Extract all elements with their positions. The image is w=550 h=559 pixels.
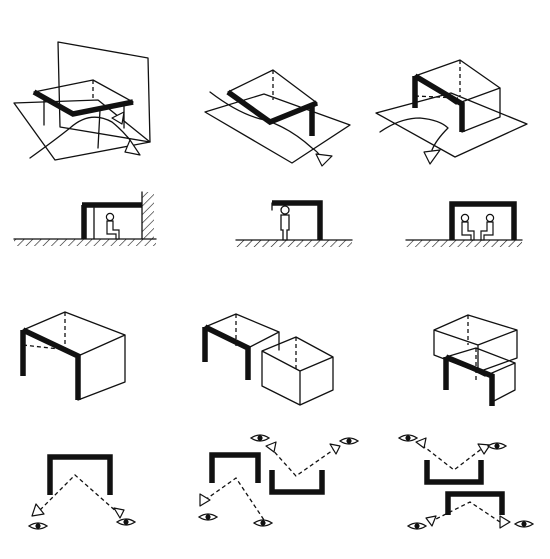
arrow-icon xyxy=(423,149,441,165)
row4-cell3-two-u-stacked-opposed xyxy=(398,434,534,530)
ground-plane xyxy=(13,99,151,161)
box-b xyxy=(261,336,334,406)
person-icon xyxy=(480,213,495,241)
ground-plane xyxy=(375,92,528,158)
enclosure-frame xyxy=(449,201,517,240)
box-lower-front-frame xyxy=(443,354,495,406)
ground-hatch xyxy=(236,240,352,247)
row3-cell3-two-boxes-stacked xyxy=(433,314,518,406)
eye-icon xyxy=(253,519,273,527)
ground-hatch xyxy=(406,240,522,247)
person-icon xyxy=(105,212,120,240)
view-path-a xyxy=(204,477,265,521)
box-lower-side xyxy=(491,362,516,403)
arrow-icon xyxy=(111,111,125,125)
roof-slab xyxy=(272,200,323,240)
ground-plane xyxy=(204,93,351,164)
arrow-icon xyxy=(315,153,333,167)
arrow-icon xyxy=(124,139,141,156)
eye-icon xyxy=(514,520,534,528)
u-frame xyxy=(47,454,113,495)
box-side xyxy=(77,334,126,401)
row2-cell1-section-shelter-with-wall xyxy=(13,191,157,246)
movement-path xyxy=(379,117,449,151)
person-icon xyxy=(460,213,475,241)
eye-icon xyxy=(339,437,359,445)
box-a-front-frame xyxy=(202,324,251,380)
row4-cell1-single-u-plan xyxy=(28,454,136,530)
view-path xyxy=(39,474,119,514)
row1-cell1-open-frame-with-wall xyxy=(13,41,151,161)
row2-cell2-section-shelter xyxy=(235,200,353,247)
view-path-b xyxy=(269,446,337,477)
u-frame-upper xyxy=(424,460,484,485)
eye-icon xyxy=(250,434,270,442)
row1-cell2-open-frame-on-plane xyxy=(204,69,351,167)
wall-hatch xyxy=(142,192,154,239)
eye-icon xyxy=(198,513,218,521)
box-front-frame xyxy=(20,327,81,400)
movement-path xyxy=(209,91,321,157)
slab-edge xyxy=(32,89,134,117)
arrow-icon xyxy=(499,515,511,529)
movement-path xyxy=(29,116,131,159)
row4-cell2-two-u-opposed xyxy=(198,434,359,527)
row1-cell3-box-on-plane xyxy=(375,59,528,165)
view-path-lower xyxy=(429,501,501,523)
row3-cell2-two-boxes-staggered xyxy=(202,313,334,406)
row3-cell1-single-box xyxy=(20,311,126,401)
box-side xyxy=(461,87,501,133)
arrow-icon xyxy=(425,515,437,527)
u-frame-a xyxy=(209,452,261,483)
u-frame-lower xyxy=(445,491,505,515)
eye-icon xyxy=(116,518,136,526)
arrow-icon xyxy=(113,507,125,519)
ground-hatch xyxy=(14,239,156,246)
eye-icon xyxy=(28,522,48,530)
person-icon xyxy=(280,205,290,241)
arrow-icon xyxy=(329,443,341,455)
row2-cell3-section-enclosure xyxy=(405,201,523,247)
eye-icon xyxy=(398,434,418,442)
arrow-icon xyxy=(477,443,491,455)
eye-icon xyxy=(487,442,507,450)
arrow-icon xyxy=(265,441,277,453)
slab-top xyxy=(33,79,134,115)
box-front-frame xyxy=(412,73,465,132)
arrow-icon xyxy=(415,437,427,449)
u-frame-b xyxy=(269,470,325,495)
view-path-upper xyxy=(421,444,485,471)
eye-icon xyxy=(407,522,427,530)
arrow-icon xyxy=(199,493,211,507)
arrow-icon xyxy=(31,503,45,517)
box-top xyxy=(22,311,126,357)
